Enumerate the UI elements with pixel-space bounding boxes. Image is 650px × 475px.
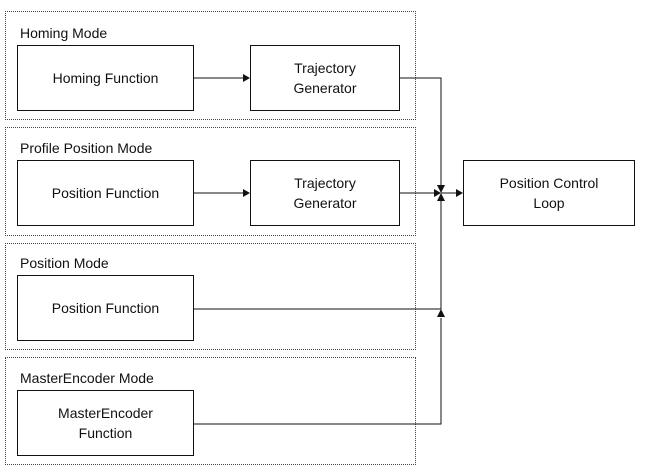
position-function-box: Position Function [17, 160, 194, 226]
arrowhead [434, 189, 441, 197]
box-label-line: Trajectory [294, 60, 356, 76]
group-label: Position Mode [20, 255, 109, 271]
masterencoder-function-box: MasterEncoder Function [17, 390, 194, 456]
arrowhead [437, 185, 445, 193]
arrowhead [456, 189, 463, 197]
position-control-loop-box: Position Control Loop [463, 160, 635, 226]
arrowhead [243, 189, 250, 197]
box-label-line: MasterEncoder [58, 405, 153, 421]
arrowhead [437, 193, 445, 201]
group-position-mode: Position Mode [5, 243, 416, 350]
homing-function-box: Homing Function [17, 45, 194, 111]
box-label-line: Position Function [51, 185, 160, 201]
arrowhead [437, 309, 445, 317]
group-masterencoder-mode: MasterEncoder Mode [5, 357, 416, 465]
box-label-line: Function [78, 425, 133, 441]
group-label: Profile Position Mode [20, 140, 153, 156]
box-label-line: Loop [533, 195, 565, 211]
box-label-line: Position Function [51, 300, 160, 316]
box-label-line: Homing Function [52, 70, 159, 86]
group-label: MasterEncoder Mode [20, 370, 154, 386]
line-generator1-to-junction [400, 77, 442, 187]
position-function-box: Position Function [17, 275, 194, 341]
line-masterencoder-to-junction [194, 318, 442, 425]
group-homing-mode: Homing Mode [5, 11, 416, 120]
group-label: Homing Mode [20, 25, 108, 41]
trajectory-generator-box: Trajectory Generator [250, 160, 400, 226]
arrowhead [243, 74, 250, 82]
trajectory-generator-box: Trajectory Generator [250, 45, 400, 111]
box-label-line: Generator [293, 195, 357, 211]
box-label-line: Generator [293, 80, 357, 96]
group-profile-position-mode: Profile Position Mode [5, 127, 416, 236]
line-position-mode-to-junction [194, 200, 442, 310]
box-label-line: Position Control [499, 175, 599, 191]
box-label-line: Trajectory [294, 175, 356, 191]
